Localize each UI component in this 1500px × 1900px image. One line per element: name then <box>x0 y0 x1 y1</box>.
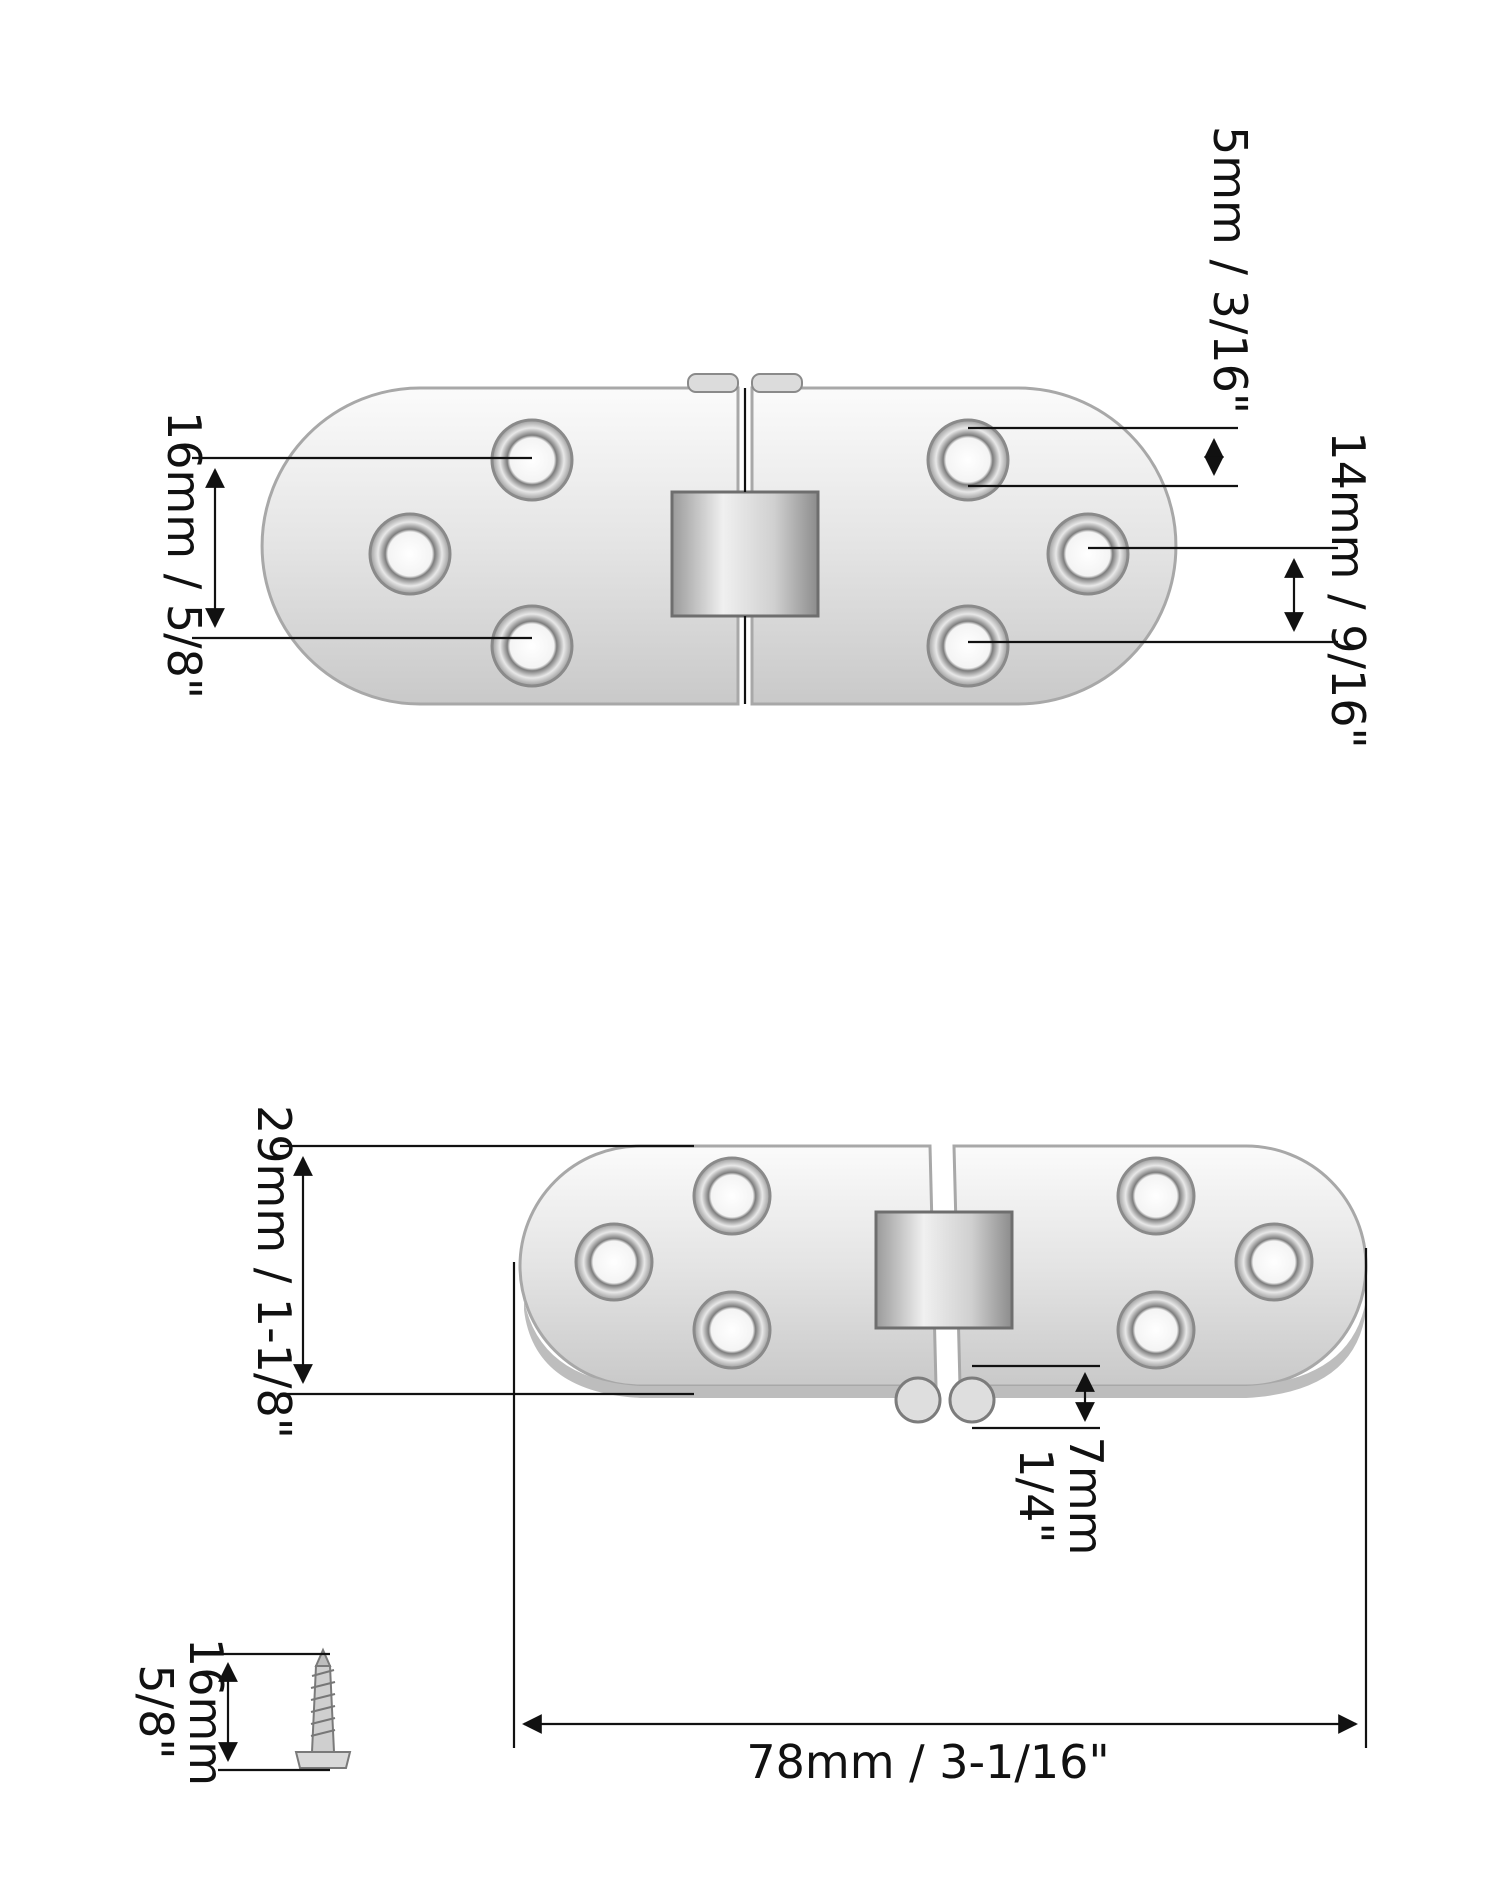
top-hinge-hole-6 <box>926 604 1010 688</box>
dimension-screw-length: 16mm 5/8" <box>129 1638 330 1786</box>
dimension-knuckle: 7mm 1/4" <box>972 1364 1113 1556</box>
bottom-hinge-hole-5 <box>1234 1222 1314 1302</box>
label-knuckle-mm: 7mm <box>1059 1437 1113 1556</box>
bottom-hinge-pin-right <box>948 1376 996 1424</box>
bottom-hinge-hole-2 <box>574 1222 654 1302</box>
top-hinge-hole-4 <box>926 418 1010 502</box>
dimension-hole-spacing-left: 16mm / 5/8" <box>157 411 532 699</box>
bottom-hinge-hole-1 <box>692 1156 772 1236</box>
label-hole-spacing-right: 14mm / 9/16" <box>1321 431 1375 748</box>
label-screw-mm: 16mm <box>179 1638 233 1786</box>
top-hinge-hole-3 <box>490 604 574 688</box>
top-hinge-image <box>260 373 1178 706</box>
top-hinge-left-leaf <box>260 386 740 706</box>
top-hinge-hole-2 <box>368 512 452 596</box>
top-hinge-hole-1 <box>490 418 574 502</box>
label-hole-diameter: 5mm / 3/16" <box>1203 126 1257 414</box>
bottom-hinge-hole-4 <box>1116 1156 1196 1236</box>
bottom-hinge-hole-3 <box>692 1290 772 1370</box>
top-hinge-pin-right <box>751 373 803 393</box>
top-hinge-pin-left <box>687 373 739 393</box>
bottom-hinge-knuckle <box>874 1210 1014 1330</box>
bottom-hinge-image <box>518 1144 1368 1424</box>
bottom-hinge-pin-left <box>894 1376 942 1424</box>
top-hinge-knuckle <box>670 490 820 618</box>
dimension-length: 78mm / 3-1/16" <box>512 1248 1368 1789</box>
label-hole-spacing-left: 16mm / 5/8" <box>157 411 211 699</box>
label-screw-in: 5/8" <box>129 1664 183 1759</box>
dimension-width: 29mm / 1-1/8" <box>247 1105 694 1439</box>
label-knuckle-in: 1/4" <box>1009 1448 1063 1543</box>
top-hinge-right-leaf <box>750 386 1178 706</box>
top-hinge-hole-5 <box>1046 512 1130 596</box>
bottom-hinge-hole-6 <box>1116 1290 1196 1370</box>
label-length: 78mm / 3-1/16" <box>746 1735 1109 1789</box>
dimension-hole-spacing-right: 14mm / 9/16" <box>968 431 1375 749</box>
bottom-hinge-left-leaf <box>518 1144 938 1388</box>
screw-tip <box>314 1647 332 1667</box>
screw-head <box>294 1751 352 1769</box>
dimension-hole-diameter: 5mm / 3/16" <box>968 126 1257 488</box>
screw-image <box>294 1647 352 1769</box>
label-width: 29mm / 1-1/8" <box>247 1105 301 1439</box>
